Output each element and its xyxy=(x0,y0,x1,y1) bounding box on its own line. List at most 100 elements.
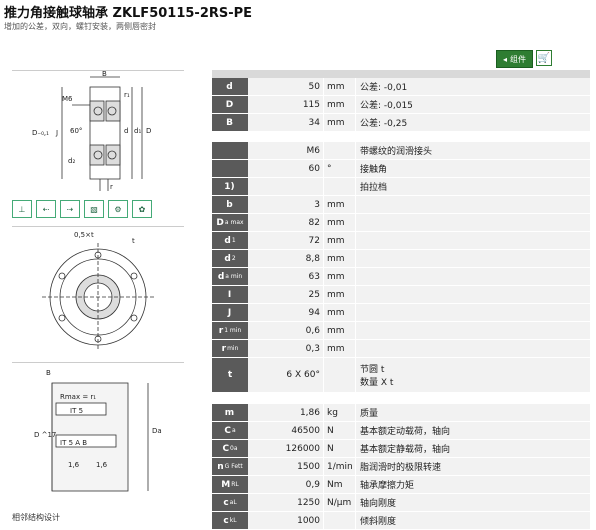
tilt-icon[interactable]: ▧ xyxy=(84,200,104,218)
row-key: t xyxy=(212,358,248,392)
label-B: B xyxy=(102,71,107,78)
front-view-svg: 0,5×t t xyxy=(42,231,154,351)
row-key-text: M xyxy=(221,479,231,490)
row-value: 1250 xyxy=(248,494,324,511)
row-unit: mm xyxy=(324,96,356,113)
row-value: 25 xyxy=(248,286,324,303)
row-unit: kg xyxy=(324,404,356,421)
lubrication-icon[interactable]: ✿ xyxy=(132,200,152,218)
row-value: 94 xyxy=(248,304,324,321)
mount-label-it5a: IT 5 xyxy=(70,407,83,415)
row-key xyxy=(212,142,248,159)
row-key-text: n xyxy=(217,461,224,472)
row-unit: mm xyxy=(324,322,356,339)
table-row: 60°接触角 xyxy=(212,160,590,178)
row-key-text: I xyxy=(227,289,232,300)
row-value: 0,6 xyxy=(248,322,324,339)
row-value: 0,3 xyxy=(248,340,324,357)
row-unit xyxy=(324,512,356,529)
row-key-text: B xyxy=(226,117,233,128)
row-unit: mm xyxy=(324,78,356,95)
mount-label-r16a: 1,6 xyxy=(68,461,80,469)
component-label: 组件 xyxy=(510,54,527,64)
radial-load-icon[interactable]: ⇠ xyxy=(36,200,56,218)
page-subtitle: 增加的公差，双向，螺钉安装，两侧唇密封 xyxy=(4,22,156,31)
row-unit: ° xyxy=(324,160,356,177)
mount-label-it5b: IT 5 A B xyxy=(60,439,87,447)
row-key-text: d xyxy=(217,271,225,282)
mount-label-rmax: Rmax = r₁ xyxy=(60,393,96,401)
label-r: r xyxy=(110,183,113,191)
row-key-sub: 1 min xyxy=(224,327,242,334)
row-desc xyxy=(356,214,590,231)
row-key-sub: 0a xyxy=(230,445,238,452)
row-desc xyxy=(356,340,590,357)
row-desc xyxy=(356,286,590,303)
row-value: 1500 xyxy=(248,458,324,475)
table1-header-bar xyxy=(212,70,590,78)
seal-icon[interactable]: ⚙ xyxy=(108,200,128,218)
row-unit: mm xyxy=(324,114,356,131)
page-title: 推力角接触球轴承 ZKLF50115-2RS-PE xyxy=(4,6,253,21)
label-J: J xyxy=(55,129,58,137)
row-key-text: d xyxy=(224,253,231,264)
row-key-sub: min xyxy=(227,345,239,352)
row-unit: 1/min xyxy=(324,458,356,475)
row-desc xyxy=(356,268,590,285)
row-unit: mm xyxy=(324,196,356,213)
axial-load-icon[interactable]: ⊥ xyxy=(12,200,32,218)
row-unit: mm xyxy=(324,232,356,249)
row-key: m xyxy=(212,404,248,421)
row-key-text: C xyxy=(222,443,230,454)
row-unit: mm xyxy=(324,268,356,285)
row-value: 72 xyxy=(248,232,324,249)
section-drawing: B M6 r₁ 60° D₋₀,₁ J d₂ d d₁ D r xyxy=(12,70,184,195)
row-desc: 倾斜刚度 xyxy=(356,512,590,529)
row-key-text: d xyxy=(226,81,233,92)
row-desc: 基本额定静载荷，轴向 xyxy=(356,440,590,457)
row-key-text: D xyxy=(216,217,224,228)
row-desc: 轴承摩擦力矩 xyxy=(356,476,590,493)
label-chamfer: 0,5×t xyxy=(74,231,94,239)
row-unit: mm xyxy=(324,304,356,321)
component-icon: ◂ xyxy=(503,54,508,64)
row-desc: 接触角 xyxy=(356,160,590,177)
row-unit: N/μm xyxy=(324,494,356,511)
row-key-sub: aL xyxy=(229,499,237,506)
row-value: 8,8 xyxy=(248,250,324,267)
row-value: 60 xyxy=(248,160,324,177)
cart-icon[interactable]: 🛒 xyxy=(536,50,553,66)
row-unit: mm xyxy=(324,214,356,231)
row-value: 3 xyxy=(248,196,324,213)
table-row-t: t 6 X 60° 节圆 t 数量 X t xyxy=(212,358,590,393)
mounting-svg: B Rmax = r₁ IT 5 Da D ^17 IT 5 A B 1,6 1… xyxy=(34,369,162,492)
row-key-text: 1) xyxy=(224,181,235,192)
label-r1: r₁ xyxy=(124,91,130,99)
label-angle: 60° xyxy=(70,127,82,135)
mounting-drawing: B Rmax = r₁ IT 5 Da D ^17 IT 5 A B 1,6 1… xyxy=(12,362,184,511)
row-key-sub: G Fett xyxy=(224,463,243,470)
load-icons: ⊥ ⇠ ⇢ ▧ ⚙ ✿ xyxy=(12,200,152,218)
row-key-text: J xyxy=(227,307,232,318)
row-desc xyxy=(356,322,590,339)
label-d: d xyxy=(124,127,128,135)
component-button[interactable]: ◂ 组件 xyxy=(496,50,534,68)
row-desc: 基本额定动载荷，轴向 xyxy=(356,422,590,439)
combined-load-icon[interactable]: ⇢ xyxy=(60,200,80,218)
label-M6: M6 xyxy=(62,95,73,103)
